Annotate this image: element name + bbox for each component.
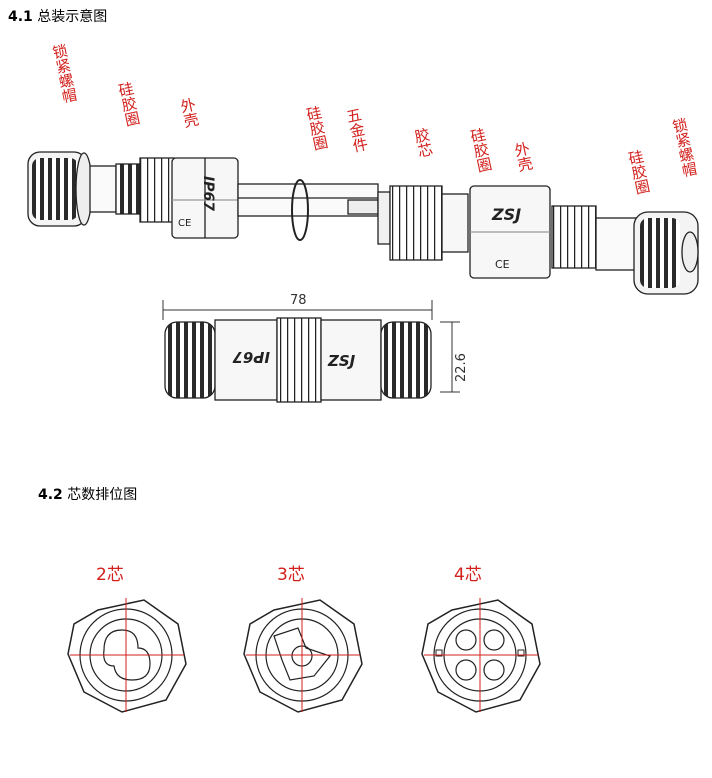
label-lock-nut-left: 锁紧螺帽 — [49, 42, 79, 105]
label-lock-nut-right: 锁紧螺帽 — [669, 116, 699, 179]
pin-layout-2: 2芯 — [67, 565, 187, 713]
section-number: 4.1 — [8, 9, 33, 25]
dimension-length: 78 — [290, 293, 307, 308]
rubber-core — [377, 185, 469, 261]
label-seal-right: 硅胶圈 — [625, 148, 652, 196]
label-shell-right: 外壳 — [511, 140, 535, 174]
ce-mark-right: CE — [495, 258, 510, 271]
dimension-diameter: 22.6 — [454, 353, 469, 382]
assembled-body — [164, 317, 432, 403]
section-heading-pin-layout: 4.2 芯数排位图 — [38, 484, 137, 504]
label-seal-mid2: 硅胶圈 — [467, 126, 494, 174]
lock-nut-right — [633, 211, 699, 295]
section-title: 总装示意图 — [37, 9, 108, 25]
seal-right — [595, 217, 639, 271]
label-seal-mid: 硅胶圈 — [303, 104, 330, 152]
thread-right — [551, 205, 597, 269]
label-hardware: 五金件 — [343, 106, 370, 154]
label-shell-left: 外壳 — [177, 96, 201, 130]
seal-ring-mid — [291, 179, 309, 241]
assembled-view: 78 22.6 IP67 ZSJ — [162, 293, 469, 403]
section-title: 芯数排位图 — [67, 487, 138, 503]
thread-left — [139, 157, 175, 223]
section-number: 4.2 — [38, 487, 63, 503]
shell-right — [469, 185, 551, 279]
brand-mark-assembled: ZSJ — [327, 352, 356, 370]
exploded-assembly: IP67 CE ZSJ CE — [27, 151, 699, 295]
label-rubber-core: 胶芯 — [411, 126, 435, 159]
pin-label-4: 4芯 — [454, 565, 482, 585]
pin-label-2: 2芯 — [96, 565, 124, 585]
ce-mark-left: CE — [178, 218, 191, 229]
dimension-lines — [162, 300, 460, 393]
pin-layout-3: 3芯 — [243, 565, 363, 713]
seal-left — [89, 163, 147, 215]
brand-mark: ZSJ — [491, 205, 521, 224]
pin-layout-4: 4芯 — [421, 565, 541, 713]
section-heading-assembly: 4.1 总装示意图 — [8, 6, 107, 26]
shell-left — [171, 157, 239, 239]
label-seal-left: 硅胶圈 — [115, 80, 142, 128]
ip-mark-assembled: IP67 — [232, 348, 270, 366]
ip-mark: IP67 — [200, 176, 216, 211]
lock-nut-left — [27, 151, 93, 227]
pin-label-3: 3芯 — [277, 565, 305, 585]
